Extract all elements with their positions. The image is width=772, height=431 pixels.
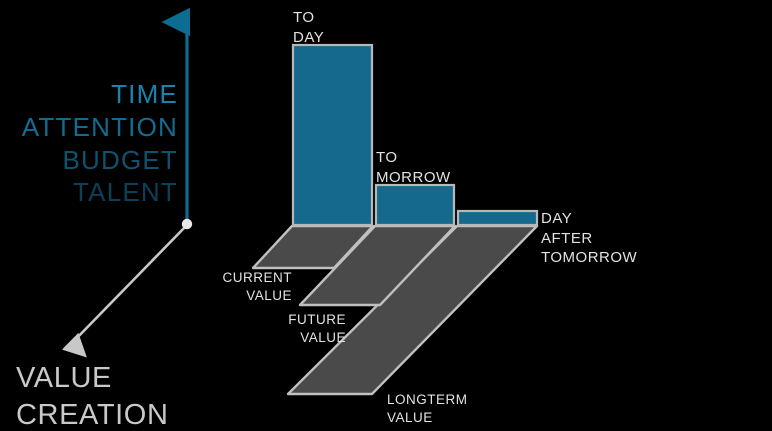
bar-label-today: TO DAY xyxy=(293,9,325,46)
value-creation-arrow xyxy=(61,225,187,358)
axis-label-time: TIME xyxy=(111,79,178,109)
axis-label-budget: BUDGET xyxy=(62,144,178,175)
slab-label-future-value: FUTURE VALUE xyxy=(288,312,346,345)
resource-axis-labels: TIME ATTENTION BUDGET TALENT xyxy=(0,78,178,209)
bar-dayafter xyxy=(456,209,539,227)
origin-dot xyxy=(181,218,193,230)
bar-today xyxy=(291,43,374,227)
bar-label-day-after-tomorrow: DAY AFTER TOMORROW xyxy=(541,210,638,266)
bar-tomorrow xyxy=(374,183,456,227)
slab-label-current-value: CURRENT VALUE xyxy=(222,270,292,303)
bar-label-tomorrow: TO MORROW xyxy=(376,149,451,186)
slab-label-longterm-value: LONGTERM VALUE xyxy=(387,392,468,425)
axis-label-talent: TALENT xyxy=(73,177,178,208)
value-creation-label: VALUE CREATION xyxy=(16,362,169,431)
axis-label-attention: ATTENTION xyxy=(21,111,178,142)
